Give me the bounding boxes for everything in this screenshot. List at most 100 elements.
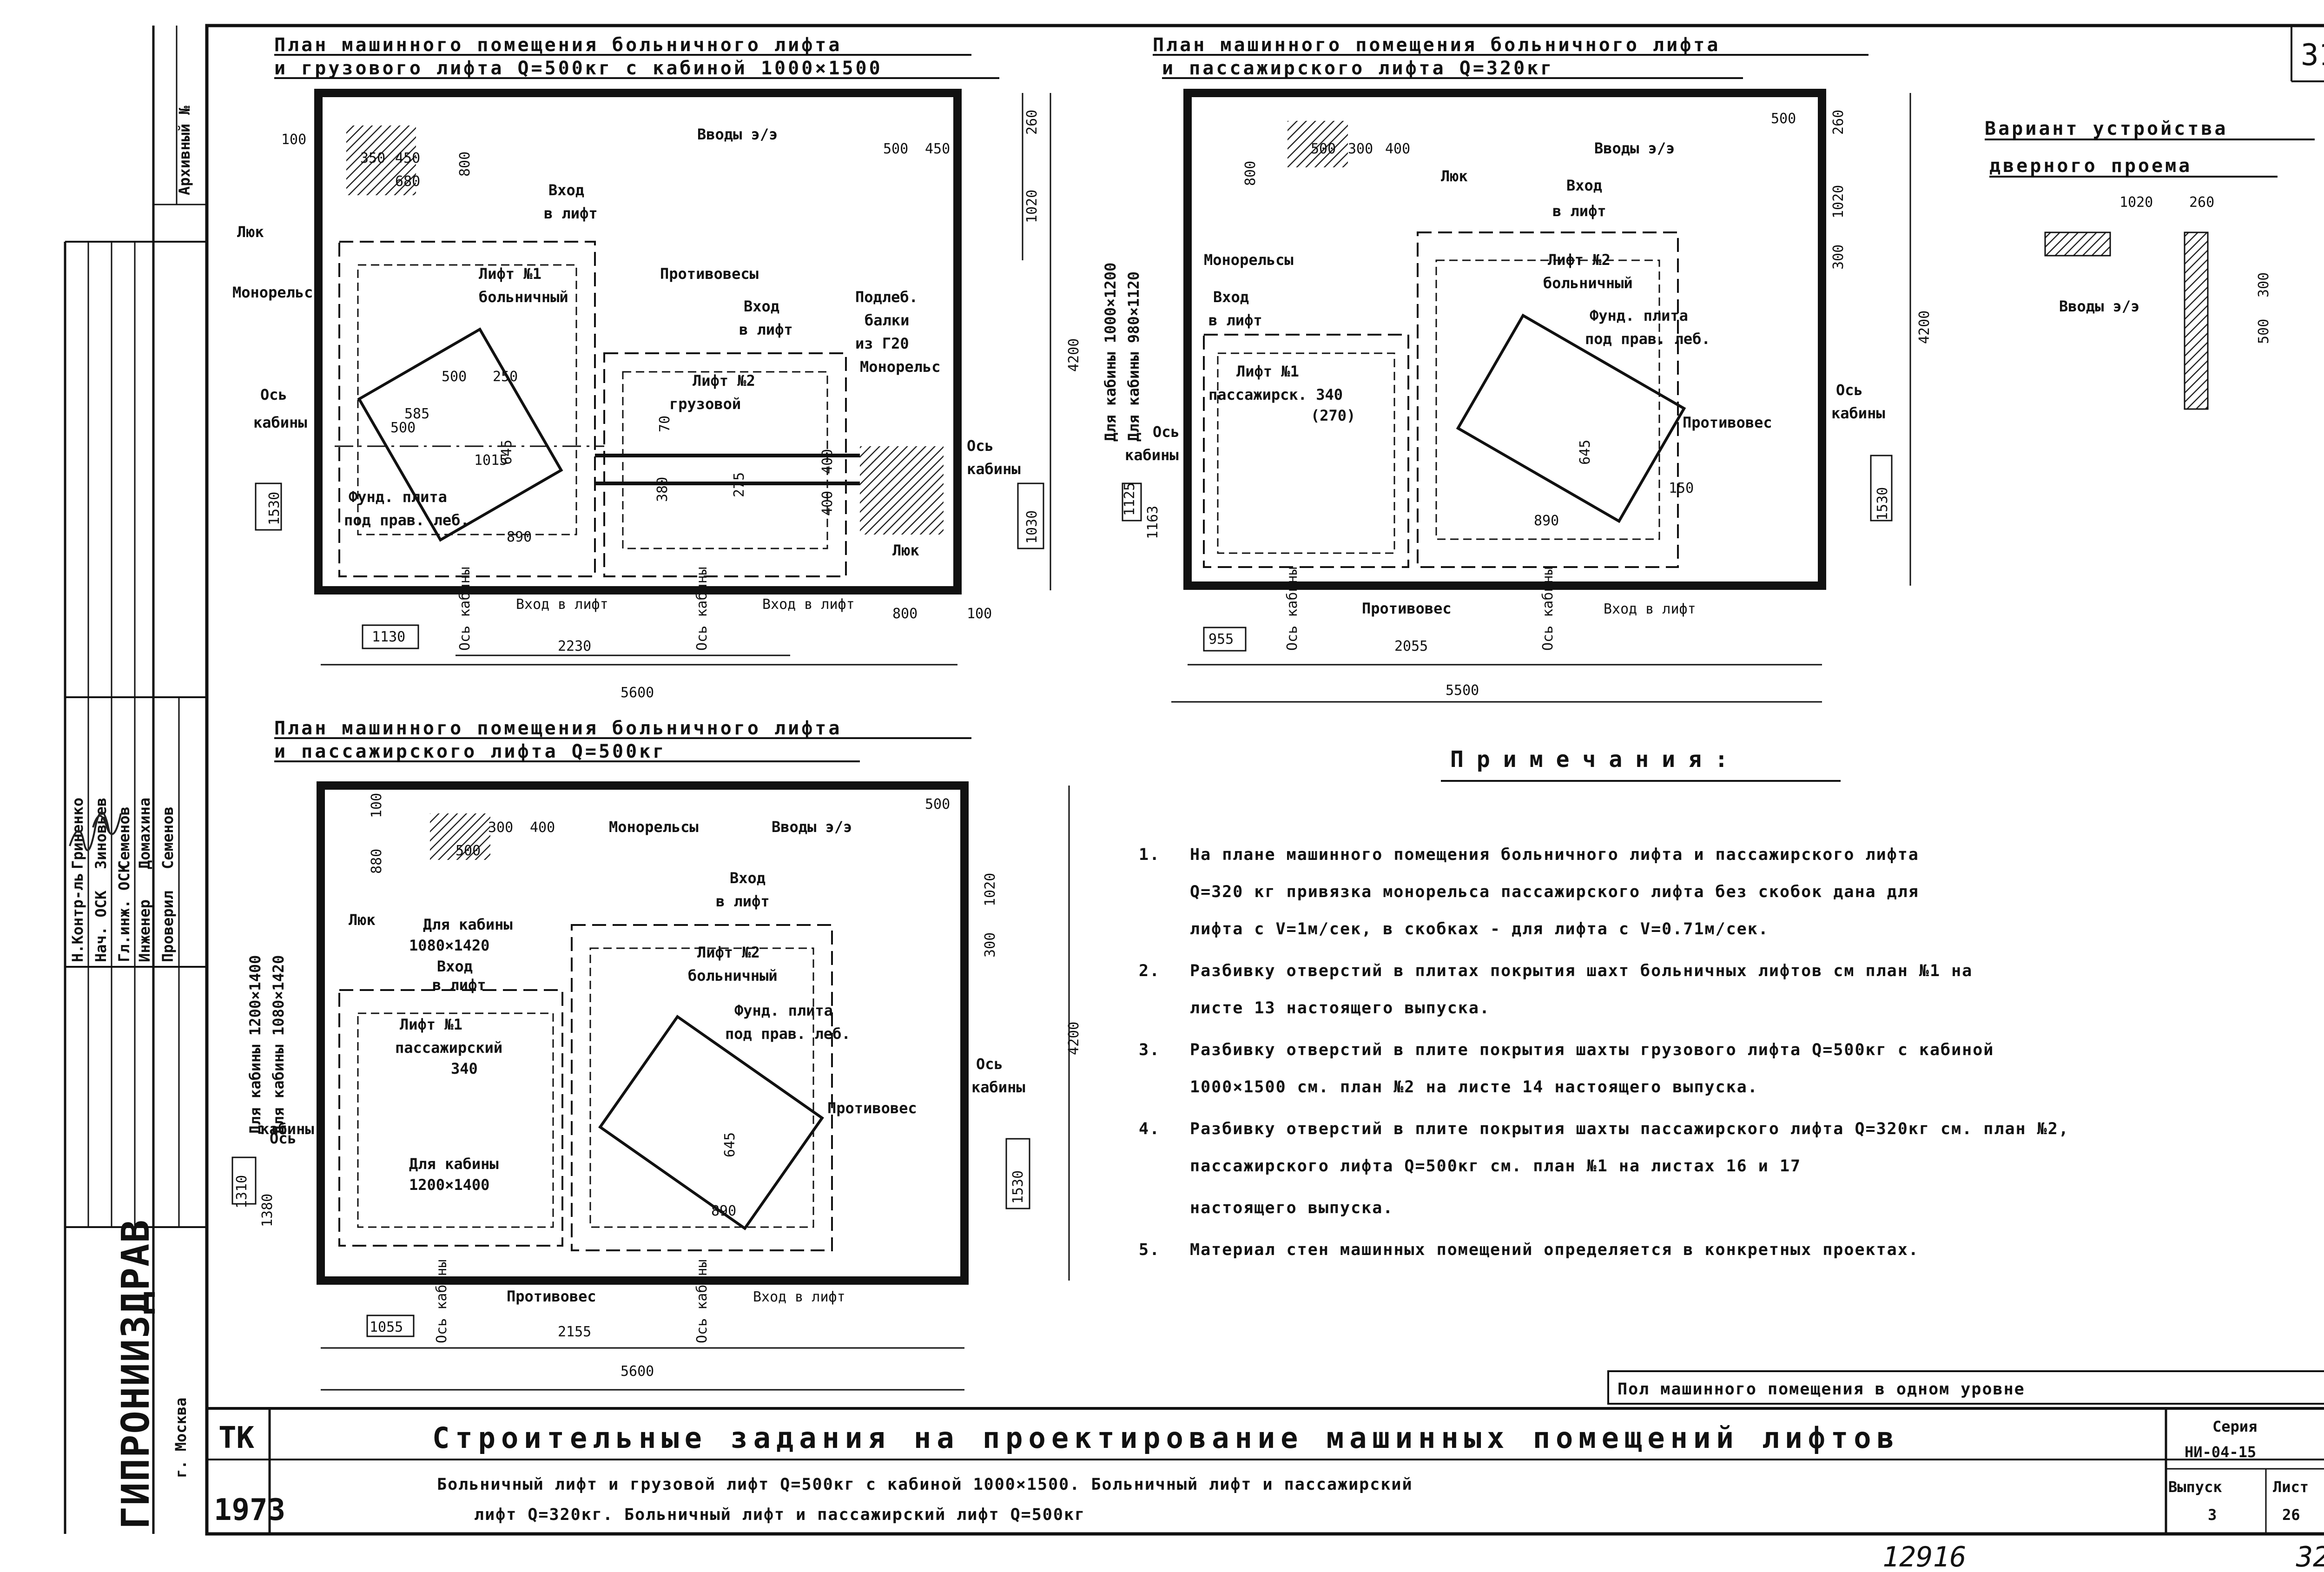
- tb-vypusk: 3: [2208, 1506, 2217, 1524]
- note-1-line-1: На плане машинного помещения больничного…: [1190, 845, 1919, 864]
- plan3-dim: 645: [722, 1132, 738, 1157]
- plan1-dim: 400: [819, 491, 836, 516]
- plan2-dim: 1125: [1122, 482, 1138, 516]
- plan3-os: Ось: [976, 1055, 1003, 1073]
- plan1-os: Ось: [260, 386, 287, 403]
- plan1-luk-2: Люк: [892, 542, 919, 559]
- plan3-protivoves: Противовес: [827, 1099, 917, 1117]
- tb-sub-1: Больничный лифт и грузовой лифт Q=500кг …: [437, 1475, 1413, 1494]
- plan2-vhod: Вход: [1566, 177, 1602, 194]
- plan3-dim: 400: [530, 819, 555, 836]
- door-d3: 500: [2256, 319, 2272, 344]
- plan1-lift2: Лифт №2: [693, 372, 755, 390]
- plan1-dim: 500: [883, 141, 908, 157]
- plan2-shaft-2: [1417, 231, 1679, 568]
- plan3-os-left: Ось: [270, 1129, 297, 1147]
- plan2-vlift-2: в лифт: [1208, 311, 1262, 329]
- plan1-dim: Вход в лифт: [762, 596, 855, 613]
- plan1-dim: 100: [967, 606, 992, 622]
- plan3-vert-1: Для кабины 1200×1400: [246, 955, 264, 1134]
- plan2-dim: 800: [1242, 161, 1259, 186]
- plan3-luk: Люк: [349, 911, 376, 929]
- plan1-vlift-2: в лифт: [739, 321, 793, 338]
- signature-2: [92, 813, 122, 835]
- plan2-dim: 300: [1830, 244, 1847, 270]
- plan1-dim: 350: [360, 150, 385, 166]
- plan2-lift1: Лифт №1: [1236, 363, 1299, 380]
- plan3-dim: 500: [925, 796, 950, 812]
- plan1-dim: 680: [395, 173, 420, 190]
- plan-1: План машинного помещения больничного лиф…: [232, 34, 1082, 701]
- plan3-dim: 300: [982, 932, 998, 958]
- plan2-walls: [1183, 89, 1826, 590]
- plan3-dims: 880 100 500 300 400 500 1020 300 4200 15…: [234, 793, 1082, 1380]
- plan1-dim: 250: [493, 369, 518, 385]
- note-num-2: 2.: [1139, 962, 1160, 980]
- plan1-dim: 100: [281, 132, 306, 148]
- approval-name-1: Гриненко: [69, 798, 86, 869]
- org-city: г. Москва: [172, 1398, 190, 1478]
- plan2-dim: 260: [1830, 110, 1847, 135]
- plan-2: План машинного помещения больничного лиф…: [1102, 34, 1933, 703]
- plan2-fund-2: под прав. леб.: [1585, 330, 1710, 348]
- note-num-4: 4.: [1139, 1120, 1160, 1138]
- title-block: ТК 1973 Строительные задания на проектир…: [214, 1418, 2309, 1527]
- plan2-dim: 150: [1669, 480, 1694, 496]
- plan3-kabiny: кабины: [971, 1078, 1025, 1096]
- plan2-dim: Ось кабины: [1284, 567, 1301, 651]
- plan1-dim: 70: [657, 416, 673, 432]
- plan3-machine-base: [598, 1015, 824, 1230]
- approval-role-1: Н.Контр-ль: [69, 872, 86, 962]
- plan1-hatch-corner: [346, 125, 416, 195]
- note-5-line-1: Материал стен машинных помещений определ…: [1190, 1241, 1919, 1259]
- plan3-title-1: План машинного помещения больничного лиф…: [274, 718, 842, 739]
- plan1-fund-1: Фунд. плита: [349, 488, 447, 506]
- plan3-vhod-2: Вход: [437, 958, 473, 975]
- plan1-title-1: План машинного помещения больничного лиф…: [274, 34, 842, 56]
- plan1-iz: из Г20: [855, 335, 909, 352]
- plan3-fund-1: Фунд. плита: [734, 1002, 833, 1019]
- plan2-bolnichny: больничный: [1543, 274, 1633, 292]
- plan3-dim: 2155: [558, 1324, 591, 1340]
- plan3-vvody: Вводы э/э: [772, 818, 852, 836]
- left-strip: [64, 26, 207, 1534]
- plan1-vhod-2: Вход: [744, 297, 779, 315]
- plan1-dim: 4200: [1066, 338, 1082, 372]
- plan1-machine-base-1: [357, 327, 563, 542]
- approval-role-2: Нач. ОСК: [92, 890, 110, 962]
- plan2-cabin-1: [1217, 352, 1395, 554]
- plan1-vvody: Вводы э/э: [697, 125, 778, 143]
- plan1-gruzovoy: грузовой: [669, 395, 741, 413]
- plan2-os-left: Ось: [1153, 423, 1180, 441]
- plan2-dim: 2055: [1394, 638, 1428, 654]
- plan1-dims: 100 350 450 680 800 500 450 260 1020 420…: [266, 110, 1082, 701]
- approval-rows: Н.Контр-ль Нач. ОСК Гл.инж. ОСК Инженер …: [69, 798, 177, 962]
- note-1-line-2: Q=320 кг привязка монорельса пассажирско…: [1190, 883, 1919, 901]
- plan2-270: (270): [1311, 407, 1355, 424]
- note-3-line-2: 1000×1500 см. план №2 на листе 14 настоя…: [1190, 1078, 1758, 1096]
- plan2-lift2: Лифт №2: [1548, 251, 1611, 269]
- plan1-dim: Ось кабины: [694, 567, 710, 651]
- note-1-line-3: лифта с V=1м/сек, в скобках - для лифта …: [1190, 920, 1769, 938]
- plan1-vhod: Вход: [548, 181, 584, 199]
- page-number: 32: [2296, 1541, 2324, 1572]
- plan3-dim: 1020: [982, 873, 998, 906]
- plan2-dim: 1530: [1875, 487, 1891, 521]
- plan3-dim: Вход в лифт: [753, 1289, 845, 1305]
- notes: Примечания: 1. На плане машинного помеще…: [1139, 746, 2324, 1405]
- note-4-line-2: пассажирского лифта Q=500кг см. план №1 …: [1190, 1157, 1801, 1176]
- door-d2: 260: [2189, 194, 2214, 211]
- door-d4: 300: [2256, 272, 2272, 297]
- plan2-vvody: Вводы э/э: [1594, 139, 1675, 157]
- plan1-dim: Ось кабины: [457, 567, 473, 651]
- door-title-2: дверного проема: [1989, 155, 2192, 177]
- plan3-dim: 5600: [621, 1363, 654, 1380]
- plan3-dlya-kab-dim: 1080×1420: [409, 937, 489, 954]
- plan3-dlya-kab-2: Для кабины: [409, 1155, 499, 1173]
- plan3-fund-2: под прав. леб.: [725, 1025, 851, 1043]
- approval-role-3: Гл.инж. ОСК: [115, 863, 133, 962]
- plan1-dim: 450: [395, 150, 420, 166]
- plan1-dim: 585: [404, 406, 429, 422]
- plan1-kabiny: кабины: [253, 414, 307, 431]
- plan2-hatch-corner: [1287, 121, 1348, 167]
